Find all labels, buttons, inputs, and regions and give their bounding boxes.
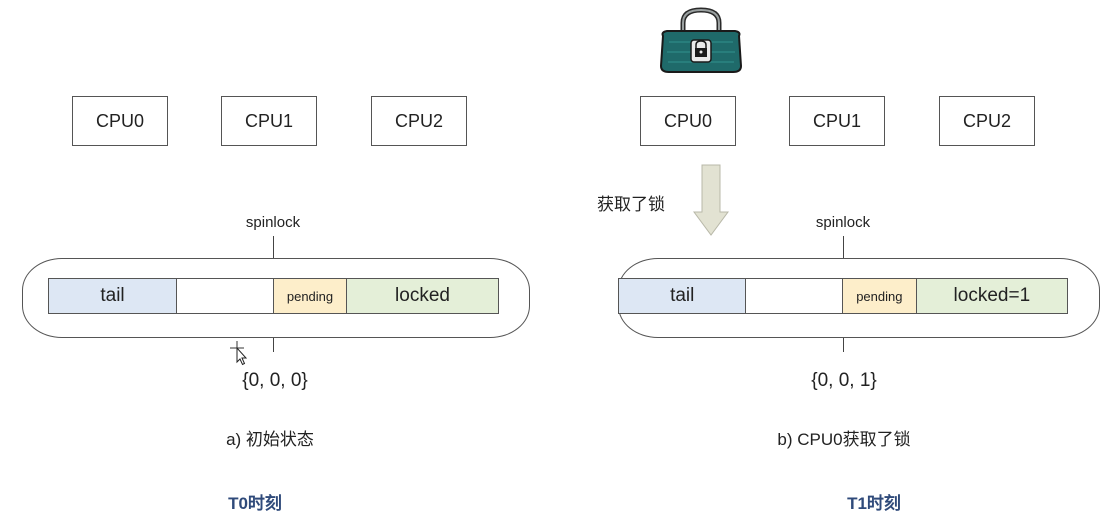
cpu1-box: CPU1 [789, 96, 885, 146]
cpu0-box: CPU0 [72, 96, 168, 146]
panel-caption: a) 初始状态 [226, 430, 314, 449]
unused-field [746, 279, 844, 313]
mouse-cursor-icon [230, 341, 248, 366]
locked-field: locked [347, 279, 498, 313]
spinlock-top-tick [843, 236, 844, 258]
spinlock-fields-bar: tail pending locked [48, 278, 499, 314]
down-arrow-icon [693, 164, 729, 236]
cpu1-box: CPU1 [221, 96, 317, 146]
spinlock-value: {0, 0, 0} [242, 370, 308, 391]
locked-field: locked=1 [916, 279, 1068, 313]
time-label: T1时刻 [847, 494, 901, 513]
spinlock-fields-bar: tail pending locked=1 [618, 278, 1068, 314]
cpu2-box: CPU2 [371, 96, 467, 146]
pending-field: pending [843, 279, 917, 313]
unused-field [177, 279, 274, 313]
spinlock-top-tick [273, 236, 274, 258]
spinlock-label: spinlock [245, 214, 301, 231]
panel-initial-state: CPU0 CPU1 CPU2 spinlock tail pending loc… [22, 96, 530, 513]
spinlock-bottom-tick [273, 338, 274, 352]
cpu2-box: CPU2 [939, 96, 1035, 146]
spinlock-value: {0, 0, 1} [811, 370, 877, 391]
pending-field: pending [274, 279, 347, 313]
spinlock-label: spinlock [815, 214, 871, 231]
padlock-icon [659, 7, 743, 73]
spinlock-capsule [22, 258, 530, 338]
time-label: T0时刻 [228, 494, 282, 513]
tail-field: tail [619, 279, 747, 313]
spinlock-bottom-tick [843, 338, 844, 352]
panel-caption: b) CPU0获取了锁 [777, 430, 911, 449]
panel-cpu0-acquired: CPU0 CPU1 CPU2 获取了锁 spinlock tail pendin… [552, 0, 1104, 517]
tail-field: tail [49, 279, 177, 313]
cpu0-box: CPU0 [640, 96, 736, 146]
arrow-label: 获取了锁 [597, 195, 665, 214]
